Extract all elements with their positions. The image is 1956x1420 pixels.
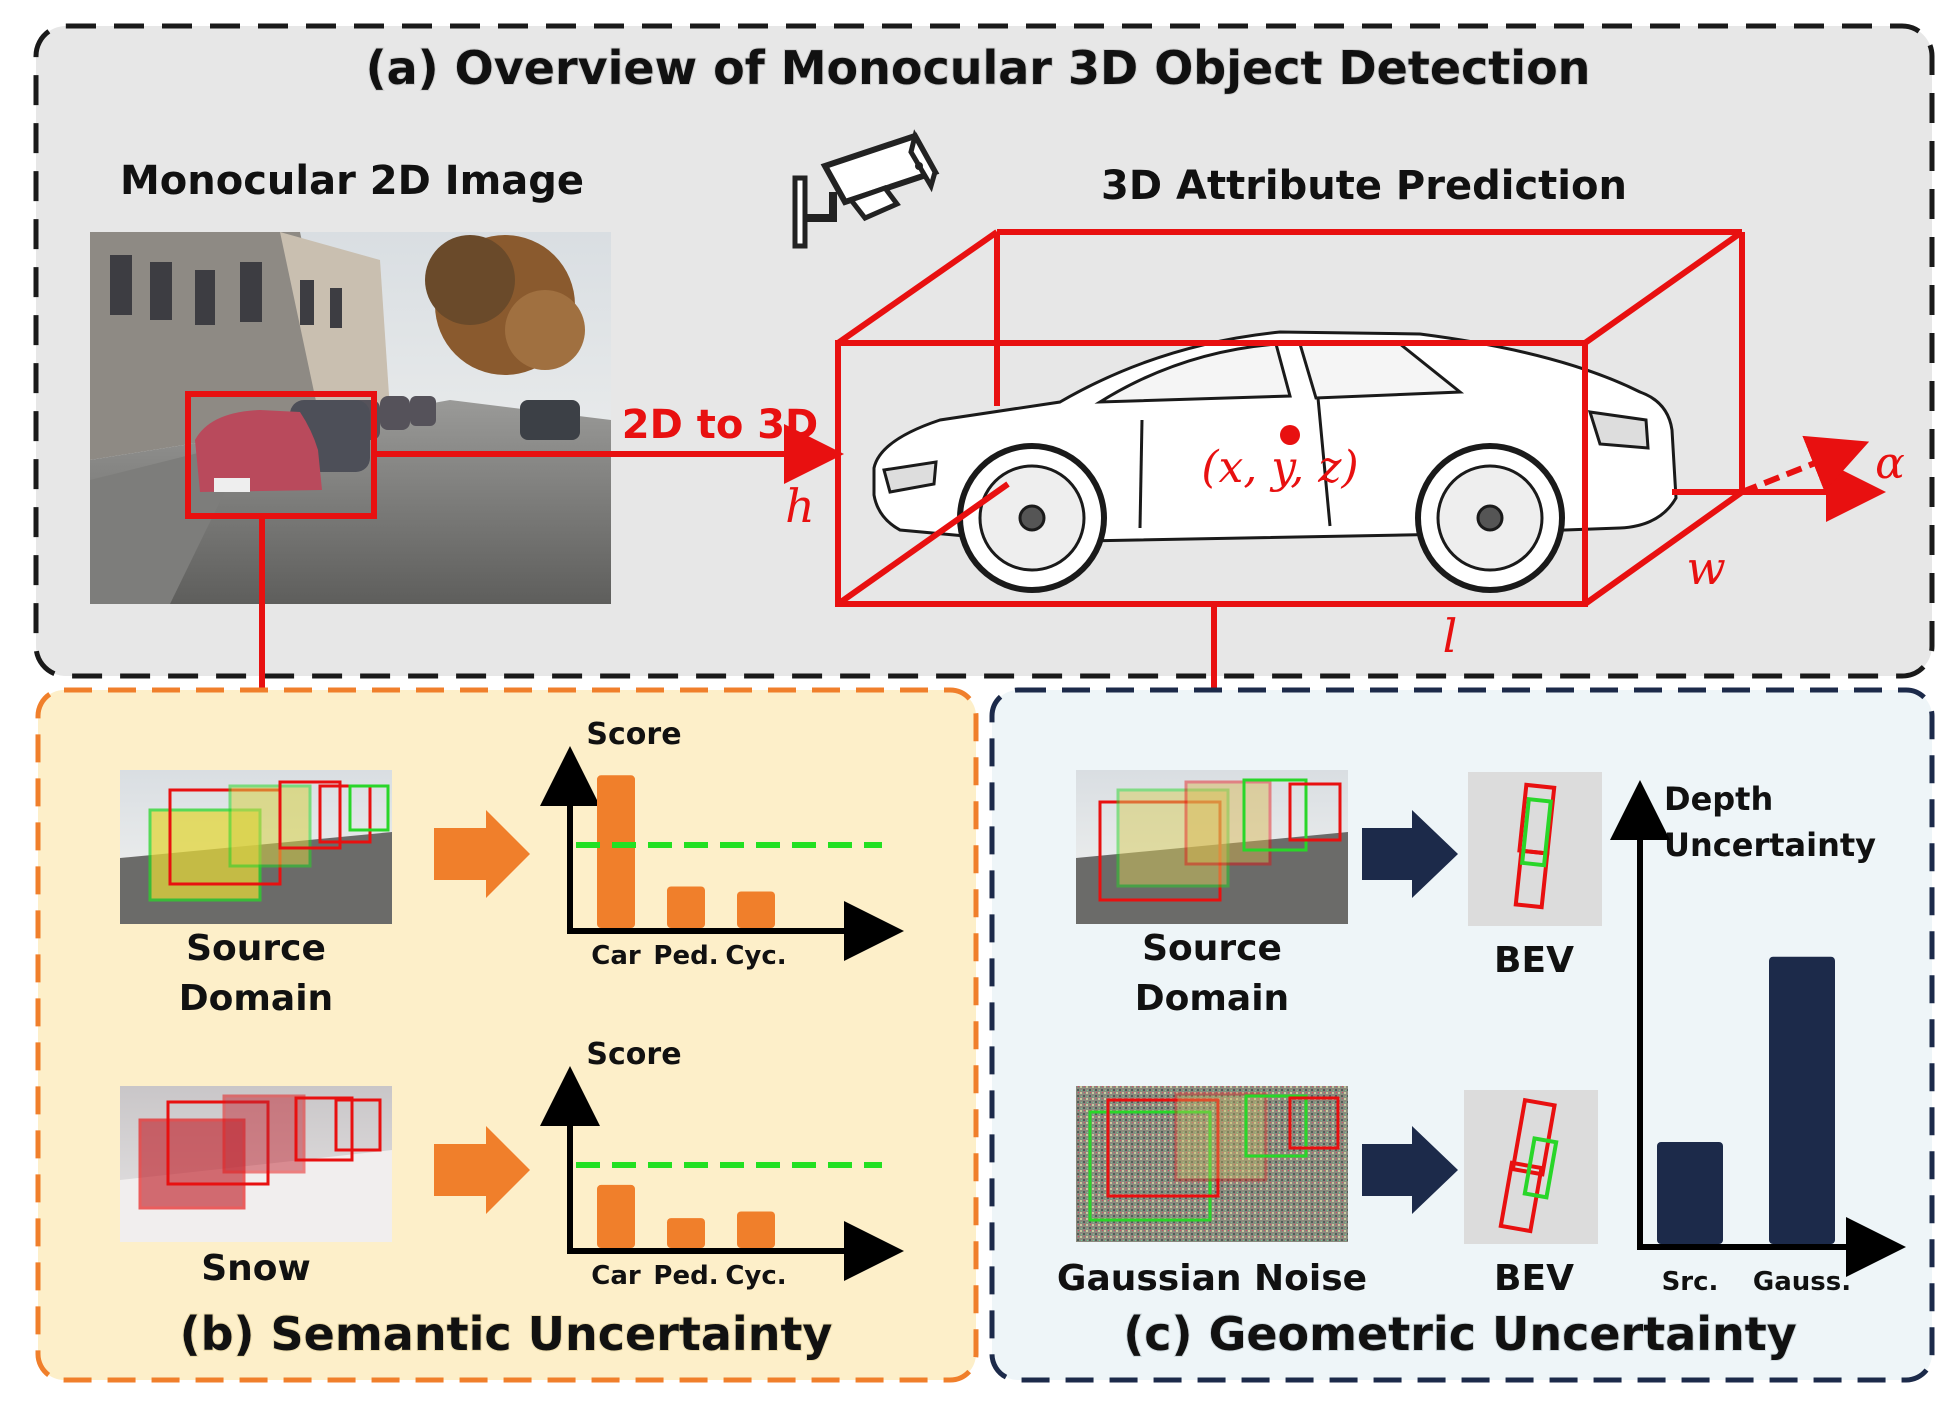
- score-axis-label-1: Score: [586, 717, 681, 752]
- depth-axis-label-2: Uncertainty: [1664, 826, 1876, 864]
- bev-source: [1468, 772, 1602, 926]
- panel-b-title: (b) Semantic Uncertainty: [180, 1307, 833, 1361]
- source-bar-car: [597, 775, 635, 928]
- panel-a: (a) Overview of Monocular 3D Object Dete…: [33, 23, 1935, 776]
- source-bar-ped: [667, 886, 705, 928]
- snow-tick-ped: Ped.: [653, 1261, 718, 1291]
- score-axis-label-2: Score: [586, 1037, 681, 1072]
- dim-h-label: h: [785, 479, 815, 533]
- snow-bar-cyc: [737, 1211, 775, 1248]
- depth-tick-src: Src.: [1662, 1267, 1719, 1297]
- source-label-c-2: Domain: [1135, 978, 1289, 1019]
- bev-noise: [1464, 1090, 1598, 1244]
- dim-w-label: w: [1686, 541, 1725, 595]
- navy-arrow-2: [1362, 1126, 1458, 1214]
- snow-thumbnail: [120, 1086, 392, 1242]
- source-label-b-1: Source: [186, 928, 326, 969]
- snow-label: Snow: [201, 1248, 311, 1289]
- source-tick-cyc: Cyc.: [725, 941, 786, 971]
- bev-label-1: BEV: [1494, 940, 1574, 981]
- orange-arrow-2: [434, 1126, 530, 1214]
- noise-label: Gaussian Noise: [1057, 1258, 1367, 1299]
- score-chart-snow: Score Car Ped.Cyc.: [540, 1037, 904, 1291]
- car-icon: [872, 330, 1678, 593]
- camera-icon: [792, 129, 940, 249]
- dim-l-label: l: [1443, 609, 1458, 663]
- snow-tick-cyc: Cyc.: [725, 1261, 786, 1291]
- source-label-b-2: Domain: [179, 978, 333, 1019]
- image-label: Monocular 2D Image: [120, 158, 584, 204]
- panel-c-title: (c) Geometric Uncertainty: [1123, 1307, 1797, 1361]
- street-photo: [90, 232, 611, 604]
- depth-bar-gauss: [1769, 956, 1835, 1244]
- noise-thumbnail: [1076, 1086, 1348, 1242]
- source-bar-cyc: [737, 891, 775, 928]
- object-center-label: (x, y, z): [1201, 442, 1358, 493]
- orange-arrow-1: [434, 810, 530, 898]
- panel-c: Source Domain Gaussian Noise BEV: [989, 687, 1935, 1383]
- snow-bar-ped: [667, 1218, 705, 1248]
- depth-axis-label-1: Depth: [1664, 780, 1773, 818]
- arrow-label-2d-to-3d: 2D to 3D: [622, 402, 819, 448]
- source-tick-ped: Ped.: [653, 941, 718, 971]
- depth-tick-gauss: Gauss.: [1753, 1267, 1851, 1297]
- depth-bar-src: [1657, 1141, 1723, 1244]
- source-thumbnail-c: [1076, 770, 1348, 924]
- snow-bar-car: [597, 1184, 635, 1248]
- depth-uncertainty-chart: Depth Uncertainty Src. Gauss.: [1610, 780, 1906, 1297]
- score-chart-source: Score Car Ped.Cyc.: [540, 717, 904, 971]
- source-label-c-1: Source: [1142, 928, 1282, 969]
- panel-a-title: (a) Overview of Monocular 3D Object Dete…: [366, 41, 1591, 95]
- heading-angle-label: α: [1875, 438, 1905, 489]
- source-thumbnail-b: [120, 770, 392, 924]
- prediction-label: 3D Attribute Prediction: [1101, 163, 1627, 209]
- object-center-point: [1280, 425, 1300, 445]
- bev-label-2: BEV: [1494, 1258, 1574, 1299]
- heading-arrow: [1740, 435, 1870, 495]
- snow-tick-car: Car: [591, 1261, 641, 1291]
- source-tick-car: Car: [591, 941, 641, 971]
- navy-arrow-1: [1362, 810, 1458, 898]
